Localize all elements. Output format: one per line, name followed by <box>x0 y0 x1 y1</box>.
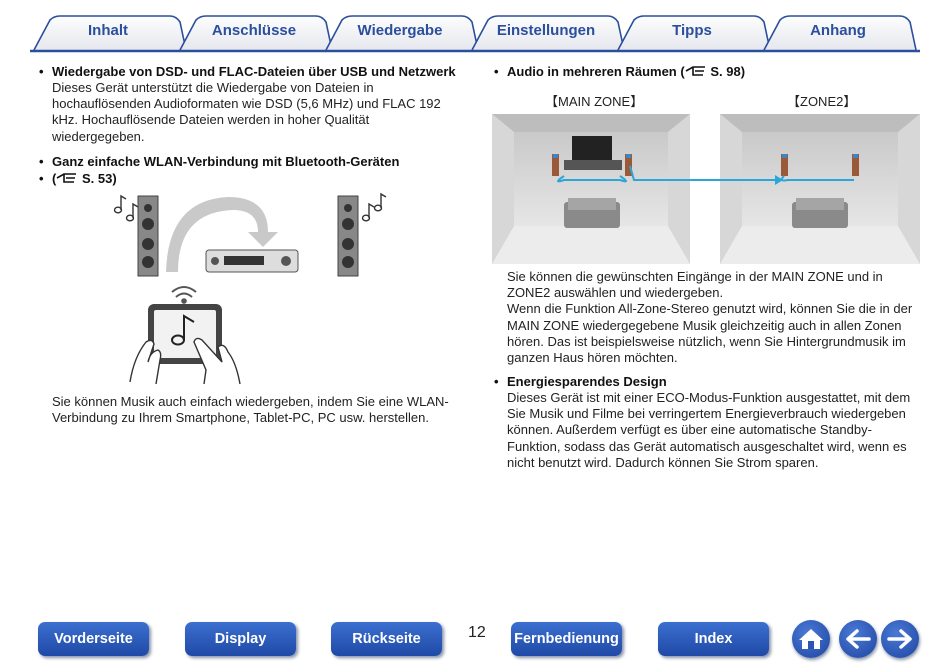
eco-heading: Energiesparendes Design <box>494 373 927 390</box>
nav-vorderseite-button[interactable]: Vorderseite <box>38 622 149 656</box>
arrow-right-icon <box>887 629 912 649</box>
sofa-icon <box>792 198 848 228</box>
wlan-description: Sie können Musik auch einfach wiedergebe… <box>52 394 449 426</box>
home-button[interactable] <box>792 620 830 658</box>
arrow-left-icon <box>846 629 871 649</box>
speaker-icon <box>625 154 632 176</box>
main-zone-label: 【MAIN ZONE】 <box>545 94 644 109</box>
music-note-icon <box>361 192 387 222</box>
speaker-left-icon <box>137 195 159 277</box>
tab-anschluesse-shape[interactable] <box>179 15 333 51</box>
sofa-icon <box>564 198 620 228</box>
nav-display-button[interactable]: Display <box>185 622 296 656</box>
connection-arrow-icon <box>166 197 278 272</box>
tab-anhang[interactable]: Anhang <box>810 22 866 39</box>
page-number: 12 <box>468 624 486 641</box>
home-icon <box>799 629 823 649</box>
hands-icon <box>129 337 241 385</box>
tab-tipps[interactable]: Tipps <box>672 22 712 39</box>
zone2-label: 【ZONE2】 <box>787 94 857 109</box>
receiver-icon <box>205 249 299 273</box>
page-ref-hand-icon <box>56 173 77 183</box>
zone2-room <box>720 114 920 264</box>
wlan-reference[interactable]: ( S. 53) <box>39 170 152 187</box>
tab-inhalt[interactable]: Inhalt <box>88 22 128 39</box>
nav-rueckseite-button[interactable]: Rückseite <box>331 622 442 656</box>
nav-fernbedienung-button[interactable]: Fernbedienung <box>511 622 622 656</box>
tab-tipps-shape[interactable] <box>617 15 771 51</box>
speaker-icon <box>852 154 859 176</box>
wlan-illustration <box>113 192 387 385</box>
multi-room-reference[interactable]: S. 98) <box>710 64 746 79</box>
dsd-description: Dieses Gerät unterstützt die Wiedergabe … <box>52 80 441 144</box>
speaker-icon <box>781 154 788 176</box>
tab-anhang-shape[interactable] <box>763 15 917 51</box>
dsd-heading: Wiedergabe von DSD- und FLAC-Dateien übe… <box>39 63 482 80</box>
tab-anschluesse[interactable]: Anschlüsse <box>211 22 297 39</box>
wifi-icon <box>171 286 197 304</box>
eco-description: Dieses Gerät ist mit einer ECO-Modus-Fun… <box>507 390 911 470</box>
tab-inhalt-shape[interactable] <box>33 15 187 51</box>
multi-room-illustration <box>492 114 920 264</box>
page-ref-hand-icon <box>685 66 705 76</box>
main-zone-room <box>492 114 690 264</box>
zone-link-arrow-icon <box>629 165 775 181</box>
music-note-icon <box>113 194 139 222</box>
speaker-icon <box>552 154 559 176</box>
speaker-right-icon <box>337 195 359 277</box>
tab-wiedergabe-shape[interactable] <box>325 15 479 51</box>
tab-einstellungen-shape[interactable] <box>471 15 625 51</box>
nav-index-button[interactable]: Index <box>658 622 769 656</box>
forward-button[interactable] <box>881 620 919 658</box>
tab-einstellungen[interactable]: Einstellungen <box>496 22 596 39</box>
tab-wiedergabe[interactable]: Wiedergabe <box>357 22 443 39</box>
back-button[interactable] <box>839 620 877 658</box>
multi-room-description: Sie können die gewünschten Eingänge in d… <box>507 269 913 366</box>
tab-bar <box>30 15 920 53</box>
multi-room-heading: Audio in mehreren Räumen ( S. 98) <box>494 63 927 80</box>
wlan-heading: Ganz einfache WLAN-Verbindung mit Blueto… <box>39 153 482 170</box>
